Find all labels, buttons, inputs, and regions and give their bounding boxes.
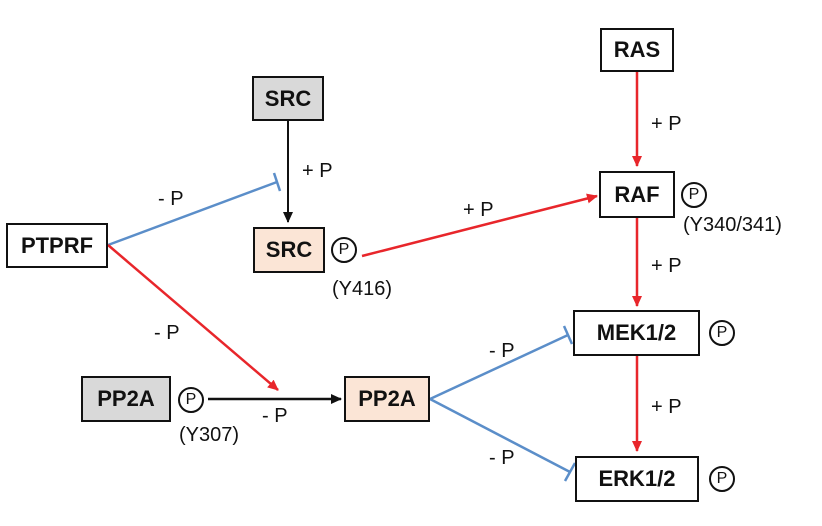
node-src-active: SRC bbox=[253, 227, 325, 273]
node-mek: MEK1/2 bbox=[573, 310, 700, 356]
edge-label-ptprf-pp2a: - P bbox=[154, 322, 180, 344]
edge-pp2a-mek-bar bbox=[562, 325, 574, 345]
edge-pp2a-erk bbox=[429, 397, 571, 474]
edge-pp2a-mek bbox=[429, 333, 569, 401]
node-raf: RAF bbox=[599, 171, 675, 218]
node-pp2a-active: PP2A bbox=[344, 376, 430, 422]
node-ptprf: PTPRF bbox=[6, 223, 108, 268]
site-label-pp2a: (Y307) bbox=[179, 424, 240, 446]
phospho-icon-erk: P bbox=[709, 466, 735, 492]
edge-label-ptprf-src: - P bbox=[158, 188, 184, 210]
edge-pp2a-erk-bar bbox=[563, 462, 577, 482]
phospho-icon-mek: P bbox=[709, 320, 735, 346]
node-src-inactive: SRC bbox=[252, 76, 324, 121]
node-pp2a-inactive: PP2A bbox=[81, 376, 171, 422]
edge-ptprf-src bbox=[107, 180, 278, 247]
edge-src-raf bbox=[361, 193, 598, 258]
edge-ptprf-src-bar bbox=[272, 172, 282, 192]
edge-label-pp2a-erk: - P bbox=[489, 447, 515, 469]
edge-label-src-src: + P bbox=[302, 160, 333, 182]
phospho-icon-src: P bbox=[331, 237, 357, 263]
site-label-src: (Y416) bbox=[332, 278, 393, 300]
edge-label-raf-mek: + P bbox=[651, 255, 682, 277]
site-label-raf: (Y340/341) bbox=[683, 214, 782, 236]
phospho-icon-raf: P bbox=[681, 182, 707, 208]
edge-label-pp2a-pp2a: - P bbox=[262, 405, 288, 427]
node-ras: RAS bbox=[600, 28, 674, 72]
edge-ptprf-pp2a bbox=[107, 244, 279, 391]
edge-label-pp2a-mek: - P bbox=[489, 340, 515, 362]
edge-label-src-raf: + P bbox=[463, 199, 494, 221]
node-erk: ERK1/2 bbox=[575, 456, 699, 502]
edge-label-ras-raf: + P bbox=[651, 113, 682, 135]
edge-label-mek-erk: + P bbox=[651, 396, 682, 418]
phospho-icon-pp2a: P bbox=[178, 387, 204, 413]
